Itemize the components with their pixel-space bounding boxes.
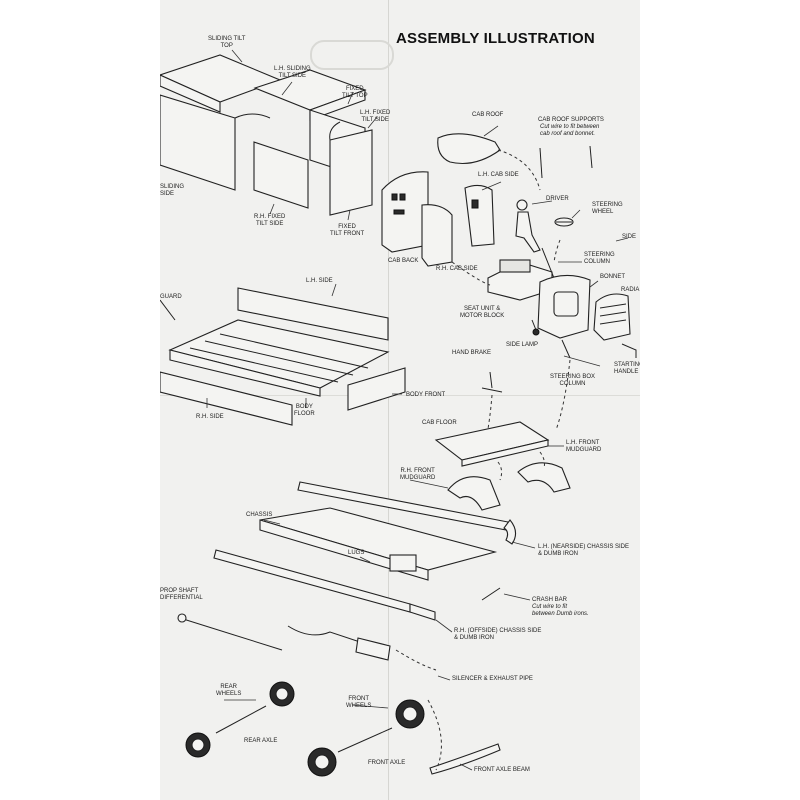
lh-side-part bbox=[237, 287, 389, 341]
label-lh-chassis-side: L.H. (NEARSIDE) CHASSIS SIDE & DUMB IRON bbox=[538, 544, 630, 557]
label-cab-roof-supports: CAB ROOF SUPPORTS bbox=[538, 117, 604, 123]
front-axle-beam-part bbox=[429, 743, 501, 775]
label-steering-box-column: STEERING BOX COLUMN bbox=[550, 374, 596, 387]
label-side: SIDE bbox=[622, 234, 637, 240]
chassis-cross-member bbox=[389, 554, 417, 572]
label-rear-wheels: REAR WHEELS bbox=[216, 684, 242, 697]
label-hand-brake: HAND BRAKE bbox=[452, 350, 492, 356]
exhaust-pipe-part bbox=[287, 625, 373, 647]
fixed-tilt-front-part bbox=[329, 129, 373, 216]
starting-handle-part bbox=[621, 343, 637, 358]
body-group bbox=[160, 287, 406, 426]
show-through-logo-ghost bbox=[310, 40, 394, 70]
rh-cab-side-part bbox=[421, 204, 453, 267]
label-fixed-tilt-front: FIXED TILT FRONT bbox=[330, 224, 365, 237]
label-steering-wheel: STEERING WHEEL bbox=[592, 202, 623, 215]
label-side-lamp: SIDE LAMP bbox=[506, 342, 539, 348]
label-lh-cab-side: L.H. CAB SIDE bbox=[478, 172, 519, 178]
label-chassis: CHASSIS bbox=[246, 512, 273, 518]
prop-shaft-part bbox=[179, 617, 283, 651]
note-cab-roof-supports: Cut wire to fit between cab roof and bon… bbox=[540, 124, 600, 137]
label-front-axle: FRONT AXLE bbox=[368, 760, 406, 766]
radiator-part bbox=[593, 293, 631, 341]
sliding-tilt-top-part bbox=[160, 54, 282, 103]
wheels-group bbox=[185, 681, 501, 777]
fold-crease-vertical bbox=[388, 0, 389, 800]
label-cab-back: CAB BACK bbox=[388, 258, 419, 264]
silencer-part bbox=[355, 637, 391, 661]
label-rh-side: R.H. SIDE bbox=[196, 414, 224, 420]
label-lh-sliding-tilt-side: L.H. SLIDING TILT SIDE bbox=[274, 66, 311, 79]
label-silencer: SILENCER & EXHAUST PIPE bbox=[452, 676, 533, 682]
rh-front-mudguard-part bbox=[447, 476, 501, 511]
tilt-group bbox=[160, 54, 373, 216]
rh-fixed-tilt-side-part bbox=[253, 141, 309, 209]
lh-front-mudguard-part bbox=[517, 462, 571, 493]
label-seat-unit: SEAT UNIT & MOTOR BLOCK bbox=[460, 306, 505, 319]
note-crash-bar: Cut wire to fit between Dumb irons. bbox=[532, 604, 589, 617]
label-steering-column: STEERING COLUMN bbox=[584, 252, 615, 265]
body-front-part bbox=[347, 367, 406, 411]
fold-crease-horizontal bbox=[160, 395, 640, 396]
instruction-sheet: ASSEMBLY ILLUSTRATION bbox=[160, 0, 640, 800]
label-guard: GUARD bbox=[160, 294, 182, 300]
sliding-side-part bbox=[160, 94, 236, 191]
label-rh-fixed-tilt-side: R.H. FIXED TILT SIDE bbox=[254, 214, 286, 227]
label-fixed-tilt-top: FIXED TILT TOP bbox=[342, 86, 368, 99]
label-driver: DRIVER bbox=[546, 196, 569, 202]
label-lh-fixed-tilt-side: L.H. FIXED TILT SIDE bbox=[360, 110, 391, 123]
label-prop-shaft: PROP SHAFT DIFFERENTIAL bbox=[160, 588, 203, 601]
assembly-drawing bbox=[160, 49, 637, 777]
rear-axle-part bbox=[215, 705, 267, 734]
label-body-floor: BODY FLOOR bbox=[294, 404, 315, 417]
hand-brake-part bbox=[489, 371, 493, 389]
label-rear-axle: REAR AXLE bbox=[244, 738, 278, 744]
steering-box-column-part bbox=[561, 339, 571, 359]
cab-group bbox=[381, 133, 637, 359]
lh-cab-side-part bbox=[464, 184, 495, 247]
label-sliding-side: SLIDING SIDE bbox=[160, 184, 185, 197]
label-lh-side: L.H. SIDE bbox=[306, 278, 333, 284]
driver-head bbox=[516, 199, 528, 211]
label-front-axle-beam: FRONT AXLE BEAM bbox=[474, 767, 530, 773]
cab-roof-part bbox=[437, 133, 501, 165]
rh-side-part bbox=[160, 371, 293, 426]
label-bonnet: BONNET bbox=[600, 274, 626, 280]
label-rh-front-mudguard: R.H. FRONT MUDGUARD bbox=[400, 468, 436, 481]
label-radiator: RADIA bbox=[621, 287, 640, 293]
page-title: ASSEMBLY ILLUSTRATION bbox=[396, 30, 595, 47]
label-lugs: LUGS bbox=[348, 550, 365, 556]
crash-bar-part bbox=[481, 587, 501, 601]
front-axle-part bbox=[337, 727, 393, 753]
label-cab-floor: CAB FLOOR bbox=[422, 420, 457, 426]
driver-body bbox=[515, 211, 541, 253]
label-front-wheels: FRONT WHEELS bbox=[346, 696, 372, 709]
label-sliding-tilt-top: SLIDING TILT TOP bbox=[208, 36, 246, 49]
cab-back-part bbox=[381, 171, 429, 253]
label-lh-front-mudguard: L.H. FRONT MUDGUARD bbox=[566, 440, 602, 453]
label-body-front: BODY FRONT bbox=[406, 392, 446, 398]
label-cab-roof: CAB ROOF bbox=[472, 112, 504, 118]
chassis-group bbox=[213, 481, 517, 621]
label-rh-cab-side: R.H. CAB SIDE bbox=[436, 266, 478, 272]
label-rh-chassis-side: R.H. (OFFSIDE) CHASSIS SIDE & DUMB IRON bbox=[454, 628, 542, 641]
label-starting-handle: STARTING HANDLE bbox=[614, 362, 640, 375]
side-lamp-part bbox=[531, 319, 537, 331]
label-crash-bar: CRASH BAR bbox=[532, 597, 568, 603]
